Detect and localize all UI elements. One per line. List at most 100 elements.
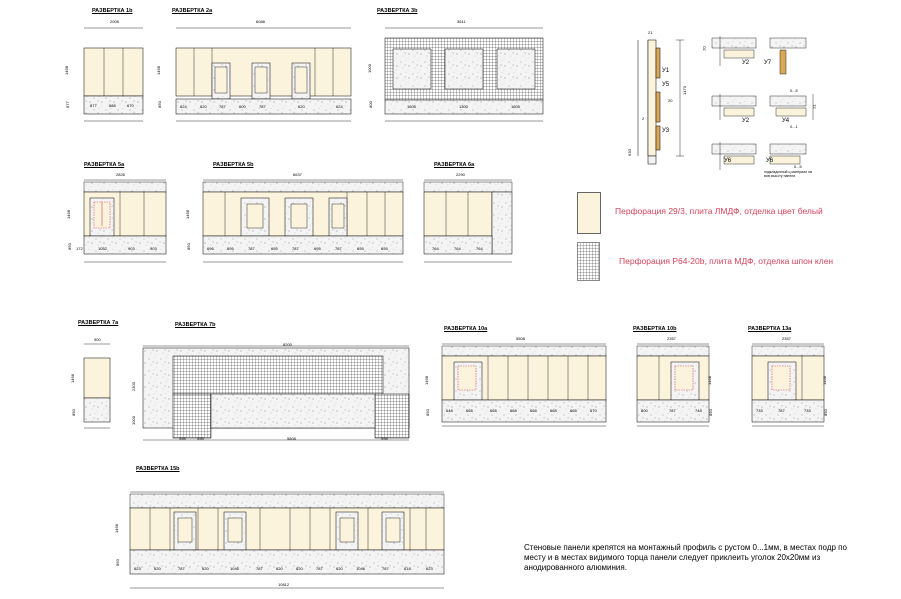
legend-label: Перфорация 29/3, плита ЛМДФ, отделка цве… [615,206,823,216]
width-dim: 2357 [667,336,676,341]
elevation-drawing [423,179,513,263]
elevation-drawing [142,345,410,441]
profile-dim: 0...5 [794,164,802,169]
height-dim-top: 1468 [113,524,119,533]
height-dim-top: 1468 [821,376,827,385]
sheet-title: РАЗВЕРТКА 10a [444,326,488,332]
bottom-dim: 620 [200,104,207,109]
elevation-drawing [83,27,144,122]
profile-note: подкладочный ц материал на всю высоту па… [764,170,812,178]
sheet-15b: РАЗВЕРТКА 15b 1468 850 10812 623 620 787… [114,462,455,592]
height-dim-bottom: 850 [707,409,713,416]
elevation-drawing [129,491,445,589]
sheet-title: РАЗВЕРТКА 3b [377,8,418,14]
sheet-title: РАЗВЕРТКА 5a [84,162,125,168]
elevation-drawing [384,27,544,122]
bottom-dim: 1300 [459,104,468,109]
bottom-dim: 668 [490,408,497,413]
width-dim: 2008 [110,19,119,24]
elevation-drawing [751,343,825,427]
bottom-dim: 695 [357,246,364,251]
sheet-title: РАЗВЕРТКА 10b [633,326,677,332]
bottom-dim: 787 [256,566,263,571]
height-dim-bottom: 850 [66,243,72,250]
sheet-title: РАЗВЕРТКА 2a [172,8,213,14]
profile-section-drawing [637,36,814,170]
bottom-dim: 623 [134,566,141,571]
bottom-dim: 668 [530,408,537,413]
height-dim-top: 1468 [63,66,69,75]
bottom-dim: 696 [207,246,214,251]
width-dim: 3611 [457,19,466,24]
profile-label: У3 [662,128,670,134]
bottom-dim: 733 [804,408,811,413]
legend: Перфорация 29/3, плита ЛМДФ, отделка цве… [575,190,875,281]
bottom-dim: 787 [669,408,676,413]
bottom-dim: 668 [570,408,577,413]
profile-dim: 20 [668,98,673,103]
bottom-dim: 787 [219,104,226,109]
height-dim-bottom: 850 [822,409,828,416]
sheet-title: РАЗВЕРТКА 1b [92,8,133,14]
bottom-dim: 764 [432,246,439,251]
height-dim-bottom: 850 [114,559,120,566]
bottom-dim: 1605 [407,104,416,109]
sheet-title: РАЗВЕРТКА 15b [136,466,180,472]
bottom-dim: 670 [127,103,134,108]
bottom-dim: 787 [178,566,185,571]
sheet-6a: РАЗВЕРТКА 6a 2290 764 764 764 [420,158,520,268]
bottom-dim: 648 [446,408,453,413]
bottom-dim: 598 [381,436,388,441]
height-dim-bottom: 877 [64,101,70,108]
height-dim-top: 1468 [184,210,190,219]
mounting-note: Стеновые панели крепятся на монтажный пр… [524,543,847,572]
width-dim: 5508 [516,336,525,341]
bottom-dim: 620 [298,104,305,109]
profile-dim: 2 [642,116,645,121]
bottom-dim: 618 [404,566,411,571]
bottom-dim: 1052 [98,246,107,251]
height-dim-bottom: 800 [367,101,373,108]
elevation-drawing [636,343,710,427]
bottom-dim: 172 [76,246,83,251]
bottom-dim: 1605 [511,104,520,109]
profile-label: У6 [766,158,774,164]
width-dim: 2826 [116,172,125,177]
bottom-dim: 623 [426,566,433,571]
width-dim: 6088 [256,19,265,24]
bottom-dim: 695 [381,246,388,251]
bottom-dim: 877 [90,103,97,108]
bottom-dim: 733 [756,408,763,413]
legend-swatch-grid [577,242,600,281]
sheet-5a: РАЗВЕРТКА 5a 2826 1468 850 172 1052 903 … [66,158,175,268]
width-dim: 10812 [278,582,290,587]
bottom-dim: 695 [314,246,321,251]
bottom-dim: 1046 [230,566,239,571]
bottom-dim: 624 [336,104,343,109]
sheet-7a: РАЗВЕРТКА 7a 900 1468 850 [70,318,126,433]
sheet-2a: РАЗВЕРТКА 2a 6088 1468 850 624 620 787 6… [156,8,358,123]
width-dim: 6637 [293,172,302,177]
height-dim-bottom: 850 [70,409,76,416]
bottom-dim: 787 [316,566,323,571]
width-dim: 900 [94,337,101,342]
elevation-drawing [83,179,167,263]
elevation-drawing [441,343,607,427]
sheet-1b: РАЗВЕРТКА 1b 2008 1468 877 877 688 670 [64,8,155,123]
bottom-dim: 748 [695,408,702,413]
bottom-dim: 620 [336,566,343,571]
height-dim-top: 2300 [130,382,136,391]
bottom-dim: 787 [248,246,255,251]
height-dim-top: 1468 [69,374,75,383]
bottom-dim: 620 [154,566,161,571]
profile-dim: 0...1 [790,124,798,129]
profile-dim: 0...5 [790,88,798,93]
profile-label: У5 [662,82,670,88]
sheet-5b: РАЗВЕРТКА 5b 6637 1468 850 696 695 787 6… [185,158,410,268]
bottom-dim: 787 [382,566,389,571]
legend-label: Перфорация Р64-20b, плита МДФ, отделка ш… [619,256,834,266]
sheet-title: РАЗВЕРТКА 6a [434,162,475,168]
elevation-drawing [175,27,352,122]
height-dim-top: 1000 [366,64,372,73]
bottom-dim: 695 [271,246,278,251]
